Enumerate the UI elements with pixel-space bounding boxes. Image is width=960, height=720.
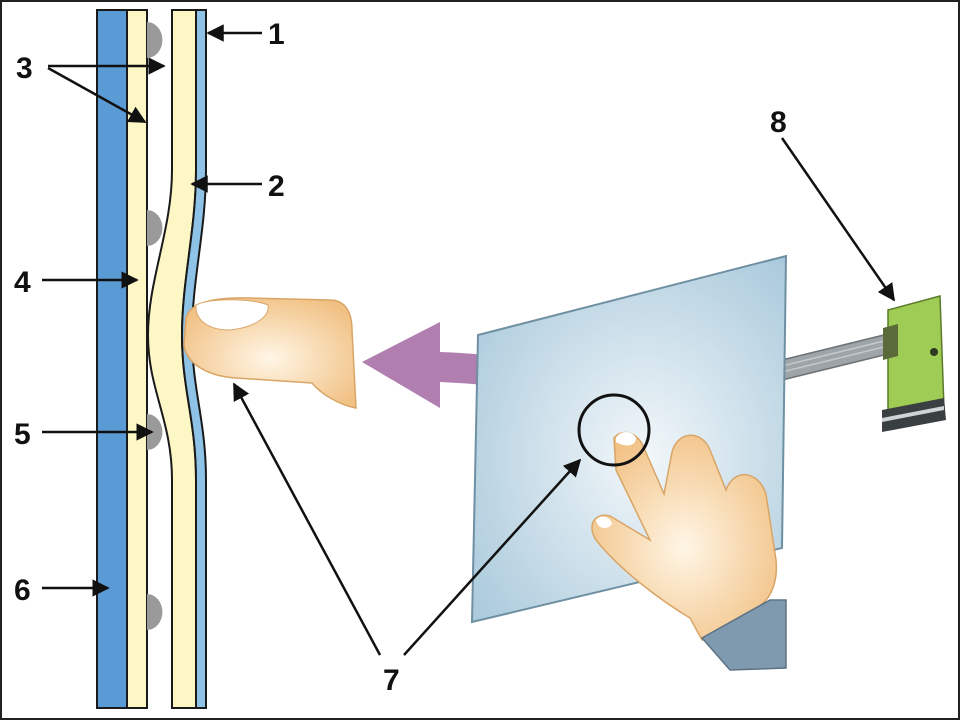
pressing-finger (183, 297, 357, 409)
spacer-dot (147, 22, 163, 58)
label-4: 4 (14, 266, 31, 299)
leader-arrow (780, 137, 896, 302)
label-5: 5 (14, 418, 31, 451)
label-6: 6 (14, 574, 31, 607)
touching-hand (591, 431, 787, 671)
controller-board (781, 295, 946, 432)
leader-arrow (47, 66, 147, 124)
label-7: 7 (383, 664, 400, 697)
spacer-dot (147, 594, 163, 630)
touch-point-circle (577, 393, 651, 467)
sleeve (700, 599, 787, 671)
label-1: 1 (268, 18, 285, 51)
label-3: 3 (16, 52, 33, 85)
layer-6-glass (96, 9, 128, 709)
layer-4-coating (126, 9, 148, 709)
label-2: 2 (268, 170, 285, 203)
leader-arrow (232, 382, 382, 656)
label-8: 8 (770, 106, 787, 139)
spacer-dot (147, 414, 163, 450)
leader-arrow (403, 458, 582, 656)
spacer-dot (147, 210, 163, 246)
